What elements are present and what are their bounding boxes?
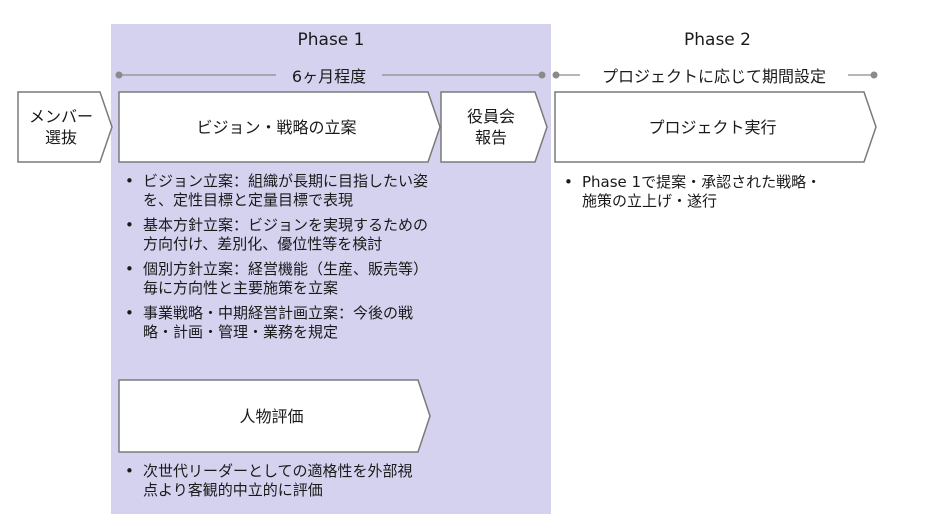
list-item: 事業戦略・中期経営計画立案：今後の戦略・計画・管理・業務を規定 xyxy=(119,304,434,342)
phase2-duration: プロジェクトに応じて期間設定 xyxy=(601,67,826,86)
list-item: ビジョン立案：組織が長期に目指したい姿を、定性目標と定量目標で表現 xyxy=(119,172,434,210)
list-item: 次世代リーダーとしての適格性を外部視点より客観的中立的に評価 xyxy=(119,462,419,500)
phase1-end-dot xyxy=(538,71,546,79)
vision-strategy-label: ビジョン・戦略の立案 xyxy=(196,117,357,137)
chevron-member-selection xyxy=(17,91,113,163)
chevron-vision-strategy xyxy=(118,91,441,163)
chevron-project-execution xyxy=(554,91,877,163)
chevron-board-report xyxy=(440,91,548,163)
phase1-duration: 6ヶ月程度 xyxy=(291,67,367,86)
project-execution-label: プロジェクト実行 xyxy=(648,117,777,137)
personnel-evaluation-label: 人物評価 xyxy=(239,406,304,426)
list-item: 基本方針立案：ビジョンを実現するための方向付け、差別化、優位性等を検討 xyxy=(119,216,434,254)
phase2-start-dot xyxy=(552,71,560,79)
vision-bullet-list: ビジョン立案：組織が長期に目指したい姿を、定性目標と定量目標で表現 基本方針立案… xyxy=(119,172,434,348)
phase2-bullet-list: Phase 1で提案・承認された戦略・施策の立上げ・遂行 xyxy=(558,173,828,217)
phase1-title: Phase 1 xyxy=(297,30,365,50)
list-item: 個別方針立案：経営機能（生産、販売等）毎に方向性と主要施策を立案 xyxy=(119,260,434,298)
phase2-title: Phase 2 xyxy=(684,30,751,50)
board-report-label: 役員会 報告 xyxy=(466,107,515,147)
phase1-start-dot xyxy=(115,71,123,79)
list-item: Phase 1で提案・承認された戦略・施策の立上げ・遂行 xyxy=(558,173,828,211)
chevron-personnel-evaluation xyxy=(118,379,431,453)
member-selection-label: メンバー 選抜 xyxy=(28,107,93,147)
evaluation-bullet-list: 次世代リーダーとしての適格性を外部視点より客観的中立的に評価 xyxy=(119,462,419,506)
timeline xyxy=(115,71,878,79)
phase2-end-dot xyxy=(870,71,878,79)
